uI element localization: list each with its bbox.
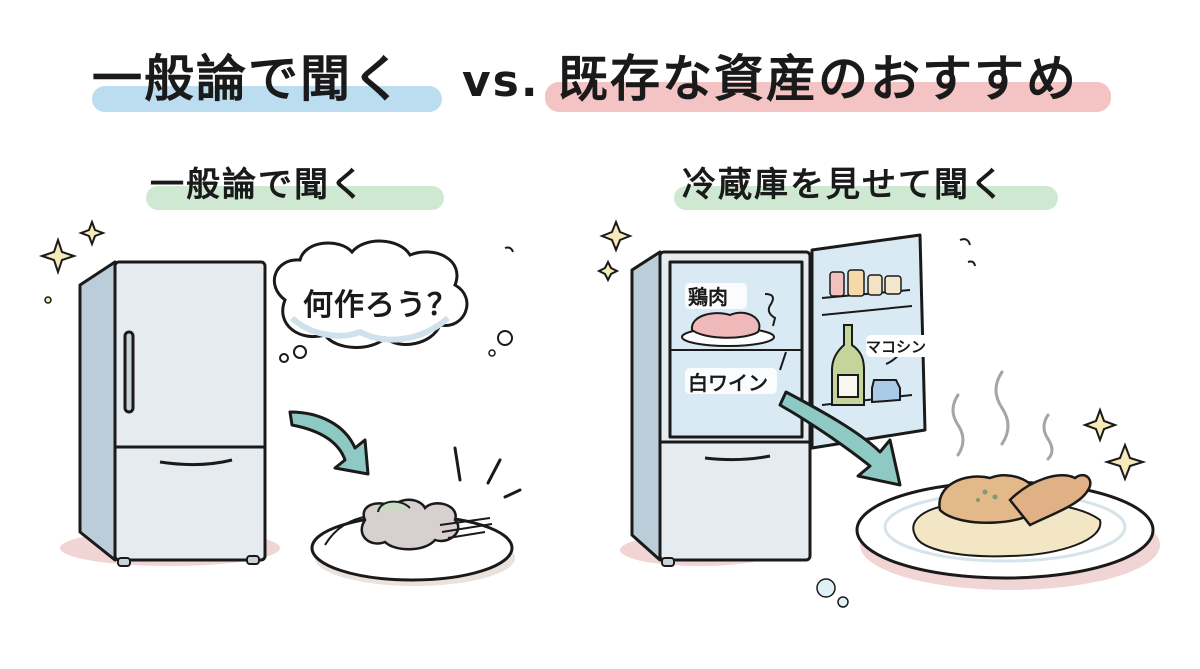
raw-chicken-icon: [681, 311, 775, 347]
left-panel-heading: 一般論で聞く: [140, 158, 450, 218]
arrow-down-right-icon: [778, 390, 902, 487]
thought-bubble-text: 何作ろう？: [303, 288, 458, 323]
right-heading-text: 冷蔵庫を見せて聞く: [682, 165, 1006, 205]
title-right-highlight: [545, 82, 1111, 112]
left-heading-highlight: [146, 186, 444, 210]
sparkle-icon: [596, 219, 1147, 482]
title-right-text: 既存な資産のおすすめ: [558, 50, 1078, 108]
closed-fridge-icon: [78, 260, 267, 567]
title-left-highlight: [92, 86, 442, 112]
steam-icon: [951, 370, 1054, 461]
white-wine-label: 白ワイン: [688, 371, 768, 395]
left-heading-text: 一般論で聞く: [150, 165, 366, 205]
mustard-label: マコシン: [866, 338, 926, 356]
chicken-label: 鶏肉: [688, 285, 728, 309]
sparkle-icon: [38, 219, 106, 276]
main-title: 一般論で聞く vs. 既存な資産のおすすめ: [0, 22, 1200, 122]
right-panel-heading: 冷蔵庫を見せて聞く: [672, 158, 1062, 218]
right-heading-highlight: [674, 186, 1058, 210]
thought-bubble: [272, 239, 514, 363]
milk-carton-icon: [871, 379, 901, 404]
roast-chicken-dish-icon: [855, 473, 1160, 590]
title-left-text: 一般論で聞く: [92, 50, 404, 108]
jars-icon: [829, 269, 902, 297]
title-vs-text: vs.: [462, 56, 540, 107]
wine-bottle-icon: [831, 324, 865, 406]
plain-dish-icon: [310, 446, 522, 586]
arrow-down-right-icon: [288, 410, 370, 476]
